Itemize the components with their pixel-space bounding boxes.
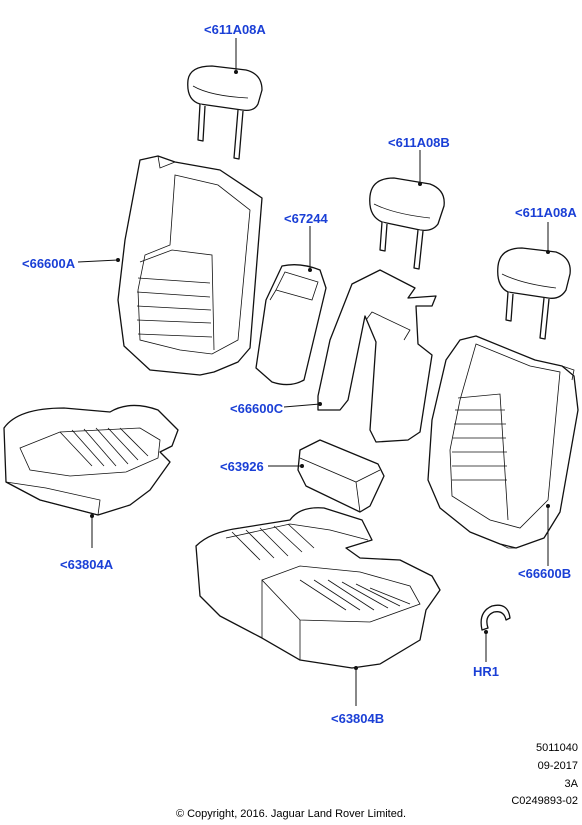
headrest-right: [497, 247, 571, 340]
headrest-center: [369, 177, 445, 270]
meta-illustration-code: C0249893-02: [511, 795, 578, 807]
callout-backrest-right: <66600B: [518, 566, 572, 581]
headrest-left: [187, 65, 263, 160]
callout-headrest-center: <611A08B: [388, 135, 450, 150]
callout-hook: HR1: [473, 664, 500, 679]
callout-cushion-right: <63804B: [331, 711, 385, 726]
meta-revision: 3A: [564, 778, 578, 790]
copyright-notice: © Copyright, 2016. Jaguar Land Rover Lim…: [175, 808, 407, 820]
seat-cushion-left: [3, 404, 179, 516]
callout-small-cushion: <63926: [220, 459, 264, 474]
callout-headrest-right: <611A08A: [515, 205, 577, 220]
meta-date: 09-2017: [537, 760, 578, 772]
armrest: [255, 264, 327, 386]
callout-armrest: <67244: [284, 211, 328, 226]
small-cushion: [297, 439, 385, 513]
callout-headrest-left: <611A08A: [204, 22, 266, 37]
seat-cushion-right: [195, 507, 441, 669]
hook: [480, 604, 511, 631]
backrest-center-frame: [317, 269, 437, 443]
backrest-left: [117, 155, 263, 376]
callout-backrest-left: <66600A: [22, 256, 76, 271]
callout-backrest-center: <66600C: [230, 401, 284, 416]
meta-reference-number: 5011040: [535, 742, 578, 754]
backrest-right: [427, 335, 579, 549]
callout-cushion-left: <63804A: [60, 557, 114, 572]
leader-lines: [77, 38, 550, 706]
